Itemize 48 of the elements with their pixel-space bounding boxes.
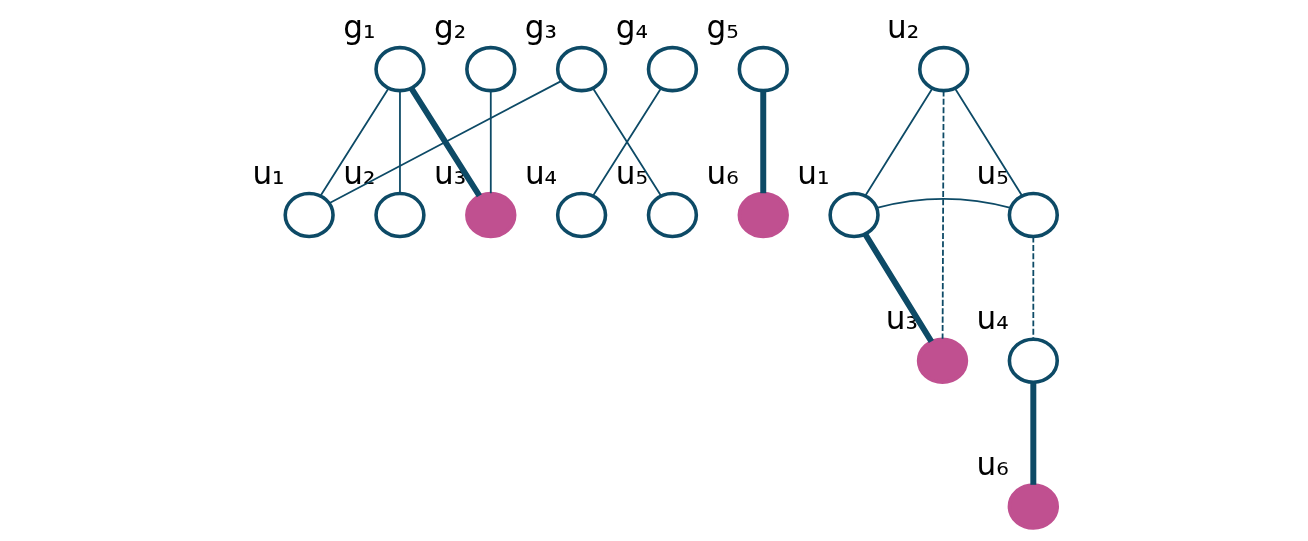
connector (408, 86, 482, 198)
node-circle (737, 45, 789, 93)
node-circle (282, 191, 335, 239)
node-label: g₃ (524, 8, 557, 45)
node-label: u₅ (615, 154, 648, 191)
node-label: u₁ (796, 154, 830, 191)
node-circle (646, 191, 698, 239)
connector (759, 90, 766, 194)
node-circle (827, 191, 880, 239)
node-circle (464, 45, 516, 93)
node-circle (373, 45, 426, 93)
node-label: u₃ (885, 300, 918, 337)
node-circle (1007, 483, 1059, 530)
node-circle (1007, 191, 1059, 239)
node-circle (1007, 337, 1059, 385)
node-label: g₁ (342, 8, 375, 45)
node-circle (555, 191, 607, 239)
node-label: u₆ (706, 154, 739, 191)
node-circle (916, 337, 968, 385)
connector (1031, 235, 1034, 340)
connector (875, 197, 1012, 209)
connector (319, 87, 389, 197)
node-label: u₅ (976, 154, 1009, 191)
node-label: u₆ (976, 446, 1009, 483)
connector (327, 80, 562, 205)
node-label: u₃ (433, 154, 466, 191)
node-label: u₂ (886, 8, 919, 45)
connector (863, 87, 933, 197)
node-circle (646, 45, 698, 93)
node-label: g₂ (433, 8, 466, 45)
connector (489, 90, 492, 195)
node-circle (737, 191, 789, 239)
node-circle (373, 191, 426, 239)
node-label: u₁ (251, 154, 285, 191)
connector (591, 87, 662, 197)
node-circle (555, 45, 607, 93)
node-label: u₄ (524, 154, 557, 191)
node-label: u₄ (976, 300, 1009, 337)
node-label: u₂ (342, 154, 375, 191)
connector (1029, 382, 1036, 485)
node-circle (464, 191, 516, 239)
node-circle (917, 45, 969, 93)
node-label: g₄ (615, 8, 648, 45)
connector (398, 90, 401, 195)
connector (953, 87, 1023, 197)
node-label: g₅ (706, 8, 739, 45)
connector (941, 89, 944, 340)
connector (862, 232, 934, 344)
